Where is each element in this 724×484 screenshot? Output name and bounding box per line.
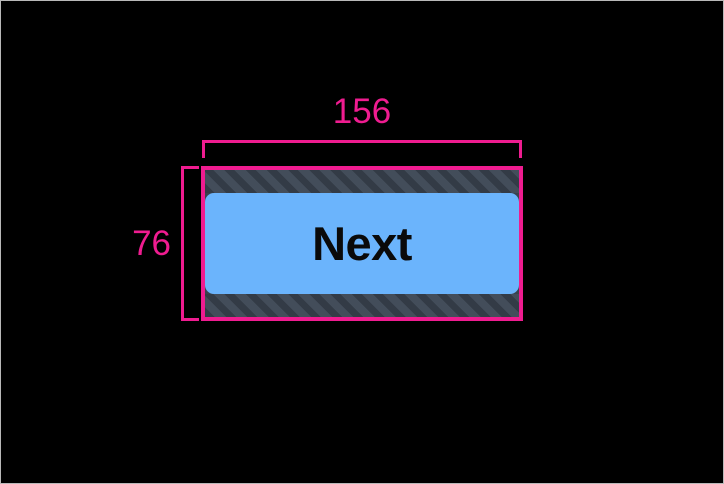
width-dimension-label: 156 [332, 92, 392, 131]
measured-element-outline: Next [201, 166, 523, 321]
height-dimension-label: 76 [132, 224, 171, 263]
next-button-label: Next [312, 217, 412, 270]
height-dimension-bracket [181, 166, 199, 321]
padding-hatch-top [205, 170, 519, 193]
next-button[interactable]: Next [205, 193, 519, 294]
padding-hatch-bottom [205, 294, 519, 317]
width-dimension-bracket [202, 140, 522, 158]
